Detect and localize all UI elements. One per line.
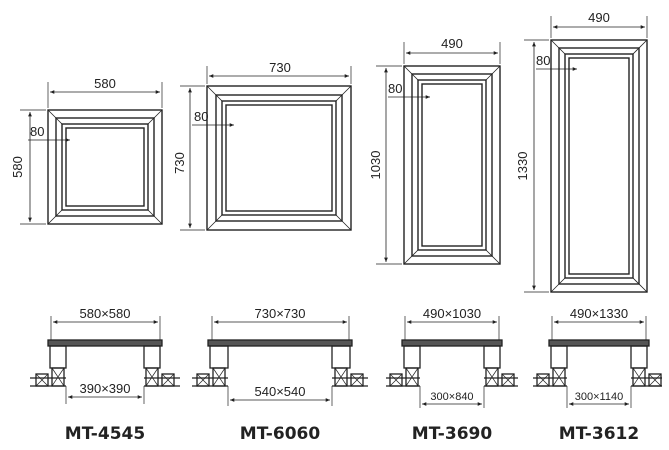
plan-mt-3690 [376, 42, 501, 265]
mt-6060-outer-size: 730×730 [255, 306, 306, 321]
mt-3690-frame: 80 [388, 81, 402, 96]
mt-3612-frame: 80 [536, 53, 550, 68]
mt-3690-top-height: 1030 [368, 151, 383, 180]
mt-6060-frame: 80 [194, 109, 208, 124]
mt-6060-top-height: 730 [172, 152, 187, 174]
mt-3690-inner-size: 300×840 [430, 391, 473, 403]
mt-4545-frame: 80 [30, 124, 44, 139]
mt-6060-inner-size: 540×540 [255, 384, 306, 399]
mt-6060-top-width: 730 [269, 60, 291, 75]
mt-4545-inner-size: 390×390 [80, 381, 131, 396]
mt-3690-top-width: 490 [441, 36, 463, 51]
section-mt-4545 [30, 316, 180, 404]
mt-3690-outer-size: 490×1030 [423, 306, 481, 321]
mt-3612-outer-size: 490×1330 [570, 306, 628, 321]
section-mt-3612 [533, 316, 662, 408]
model-name-mt-3690: MT-3690 [411, 424, 493, 444]
plan-mt-6060 [180, 66, 352, 231]
mt-4545-top-height: 580 [10, 156, 25, 178]
mt-4545-top-width: 580 [94, 76, 116, 91]
model-name-mt-4545: MT-4545 [64, 424, 146, 444]
mt-4545-outer-size: 580×580 [80, 306, 131, 321]
plan-mt-3612 [524, 16, 648, 293]
section-mt-6060 [192, 316, 368, 406]
model-name-mt-3612: MT-3612 [558, 424, 640, 444]
section-mt-3690 [386, 316, 518, 408]
mt-3612-top-width: 490 [588, 10, 610, 25]
mt-3612-top-height: 1330 [515, 152, 530, 181]
mt-3612-inner-size: 300×1140 [575, 391, 623, 403]
model-name-mt-6060: MT-6060 [239, 424, 321, 444]
plan-mt-4545 [20, 82, 163, 225]
